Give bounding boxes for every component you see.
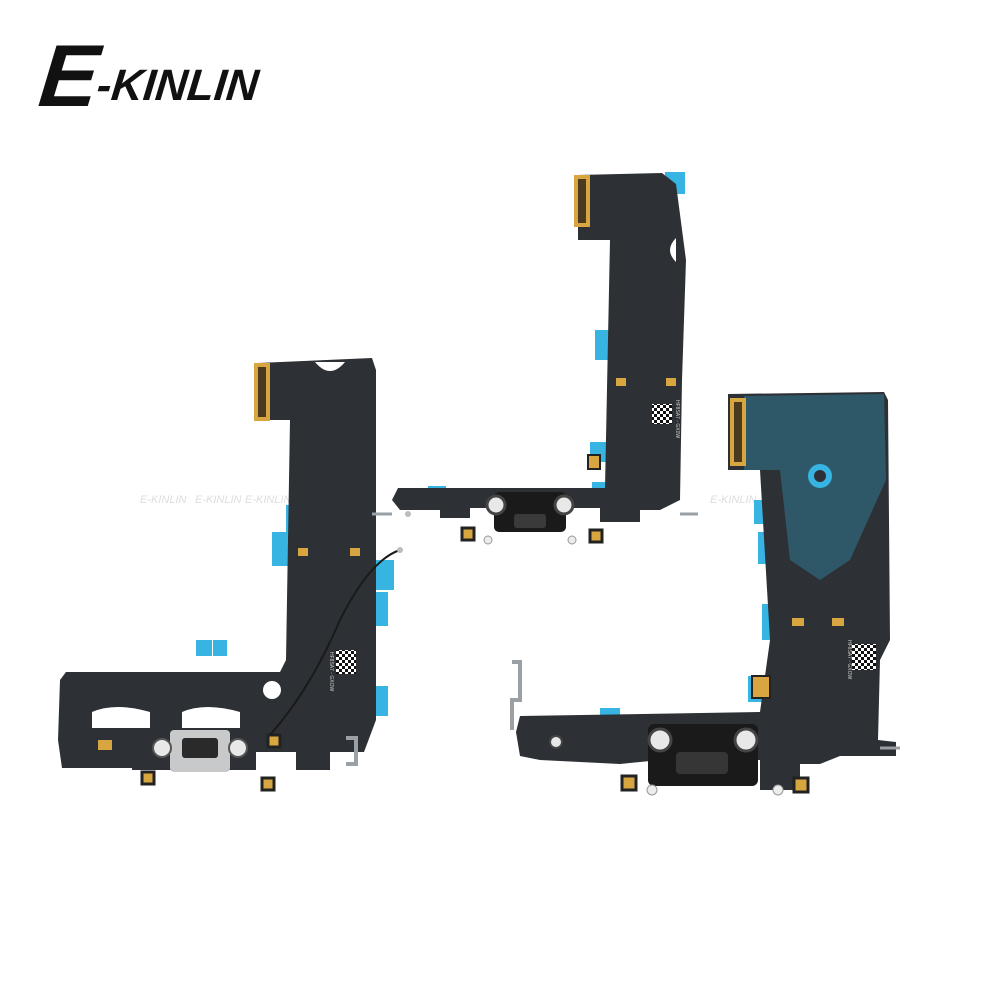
flex-teal-area bbox=[744, 394, 886, 580]
screw-tab bbox=[553, 494, 575, 516]
board-connector bbox=[734, 402, 742, 462]
flex-body bbox=[58, 358, 376, 770]
mic-contact bbox=[260, 776, 276, 792]
flex-label-text: HF8SA7 - GXOW bbox=[328, 652, 334, 691]
flex-cutout bbox=[92, 707, 150, 728]
qr-label bbox=[336, 650, 356, 674]
metal-bracket bbox=[346, 736, 358, 766]
mic-contact bbox=[620, 774, 638, 792]
lightning-port-opening bbox=[514, 514, 546, 528]
gold-contact bbox=[832, 618, 844, 626]
mic-mesh bbox=[772, 784, 784, 796]
gold-contact bbox=[792, 618, 804, 626]
screw-tab bbox=[152, 738, 172, 758]
metal-bracket bbox=[510, 660, 522, 730]
gold-contact bbox=[666, 378, 676, 386]
side-connector bbox=[751, 675, 771, 699]
qr-label bbox=[852, 644, 876, 670]
board-connector bbox=[578, 179, 586, 223]
right-charging-flex: HF8SA7 - GXOW bbox=[510, 392, 900, 796]
middle-charging-flex: HF8SA7 - GX0W bbox=[372, 172, 698, 545]
lightning-port-opening bbox=[182, 738, 218, 758]
screw-tab bbox=[549, 735, 563, 749]
lightning-port-opening bbox=[676, 752, 728, 774]
mic-contact bbox=[266, 733, 282, 749]
board-connector bbox=[258, 367, 266, 417]
lightning-port bbox=[494, 492, 566, 532]
watermark-text: E-KINLIN bbox=[245, 494, 292, 506]
mic-contact bbox=[588, 528, 604, 544]
screw-tab bbox=[647, 727, 673, 753]
flex-cutout bbox=[315, 362, 345, 371]
antenna-tip bbox=[405, 511, 411, 517]
mic-contact bbox=[792, 776, 810, 794]
side-connector bbox=[98, 740, 112, 750]
flex-hole bbox=[263, 681, 281, 699]
watermark-text: E-KINLIN bbox=[140, 494, 187, 506]
gold-contact bbox=[350, 548, 360, 556]
mic-contact bbox=[460, 526, 476, 542]
watermark-row: E-KINLIN E-KINLIN E-KINLIN E-KINLIN bbox=[140, 494, 757, 506]
gold-contact bbox=[298, 548, 308, 556]
gold-contact bbox=[616, 378, 626, 386]
flex-label-text: HF8SA7 - GXOW bbox=[846, 640, 852, 679]
mic-contact bbox=[140, 770, 156, 786]
left-charging-flex: HF8SA7 - GXOW bbox=[58, 358, 403, 792]
mic-mesh bbox=[567, 535, 577, 545]
antenna-tip bbox=[397, 547, 403, 553]
watermark-text: E-KINLIN bbox=[195, 494, 242, 506]
screw-tab bbox=[228, 738, 248, 758]
screw-tab bbox=[733, 727, 759, 753]
flex-label-text: HF8SA7 - GX0W bbox=[674, 400, 680, 438]
mic-mesh bbox=[646, 784, 658, 796]
watermark-text: E-KINLIN bbox=[710, 494, 757, 506]
mic-mesh bbox=[483, 535, 493, 545]
flex-body bbox=[392, 173, 686, 522]
flex-cutout bbox=[182, 707, 240, 728]
screw-tab bbox=[485, 494, 507, 516]
flex-cutout bbox=[670, 238, 676, 262]
flex-hole bbox=[814, 470, 826, 482]
gold-contact bbox=[587, 454, 601, 470]
antenna-cable bbox=[269, 549, 401, 736]
qr-label bbox=[652, 404, 672, 424]
